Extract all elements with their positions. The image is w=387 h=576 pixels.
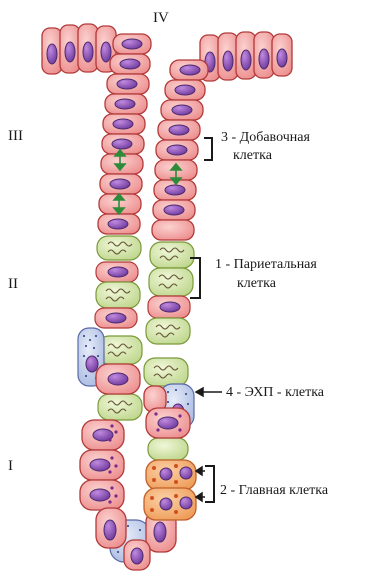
bracket-accessory	[204, 138, 212, 160]
label-accessory-line1: 3 - Добавочная	[221, 129, 310, 146]
surface-epithelium-left	[42, 24, 116, 74]
zone-label-i: I	[8, 458, 13, 475]
gland-wall-right	[152, 60, 208, 240]
zone-label-iii: III	[8, 128, 23, 145]
ecl-pointer-head	[196, 388, 203, 396]
chief-cells	[144, 460, 196, 520]
surface-epithelium-right	[200, 32, 292, 81]
label-parietal-line1: 1 - Париетальная	[215, 256, 317, 273]
zone-label-ii: II	[8, 276, 18, 293]
label-chief: 2 - Главная клетка	[220, 482, 328, 499]
zone-label-iv: IV	[153, 10, 169, 27]
label-accessory-line2: клетка	[233, 147, 272, 164]
pointer-arrows	[196, 388, 222, 501]
bracket-chief	[205, 466, 214, 502]
label-parietal-line2: клетка	[237, 275, 276, 292]
label-ecl: 4 - ЭХП - клетка	[226, 384, 324, 401]
